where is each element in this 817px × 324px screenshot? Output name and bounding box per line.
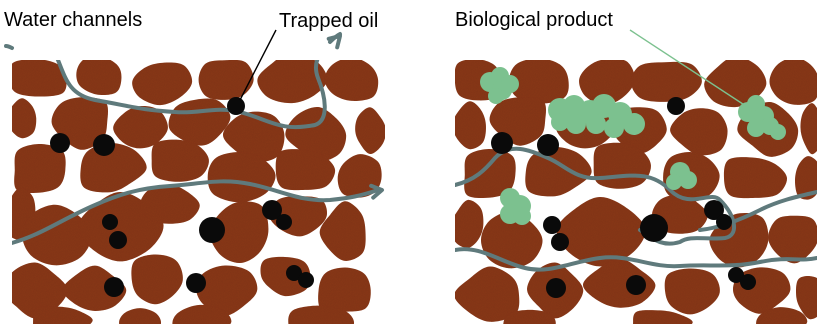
bio-blob [566,114,586,134]
rock-grain [199,60,254,100]
oil-droplet [276,214,292,230]
oil-droplet [543,216,561,234]
oil-droplet [102,214,118,230]
bio-blob [623,113,645,135]
rock-grain [670,108,727,155]
oil-droplet [626,275,646,295]
oil-droplet [298,272,314,288]
rock-grain [355,107,386,154]
water-channel [6,46,12,48]
bio-cluster [500,188,531,225]
rock-grain [152,140,209,182]
left-panel [3,42,386,324]
oil-droplet [716,214,732,230]
oil-droplet [93,134,115,156]
oil-droplet [104,277,124,297]
bio-blob [513,207,531,225]
bio-blob [747,119,765,137]
rock-grain [119,308,161,324]
oil-droplet [640,214,668,242]
oil-droplet [109,231,127,249]
oil-droplet [227,97,245,115]
rock-grain [768,216,817,264]
bio-blob [666,174,682,190]
oil-droplet [50,133,70,153]
rock-grain [318,268,371,313]
oil-droplet [199,217,225,243]
oil-droplet [667,97,685,115]
rock-grain [131,254,183,304]
bio-blob [488,88,504,104]
right-panel [451,56,817,324]
rock-grain [132,62,192,105]
bio-blob [551,113,569,131]
oil-droplet [551,233,569,251]
rock-grain [325,57,379,101]
rock-grain [6,98,36,138]
rock-grain [631,62,702,102]
rock-grain [800,103,817,154]
oil-droplet [740,274,756,290]
oil-droplet [186,273,206,293]
bio-blob [501,75,519,93]
rock-grain [452,101,486,149]
rock-grain [665,268,720,314]
bio-blob [586,114,606,134]
rock-grain [33,306,93,324]
oil-droplet [546,278,566,298]
rock-grain [169,99,231,146]
rock-grain [451,200,484,248]
rock-grain [769,57,817,105]
oil-droplet [491,132,513,154]
oil-droplet [537,134,559,156]
rock-grain [724,157,787,198]
bio-blob [770,124,786,140]
bio-blob [604,118,624,138]
rock-grain [76,57,121,95]
